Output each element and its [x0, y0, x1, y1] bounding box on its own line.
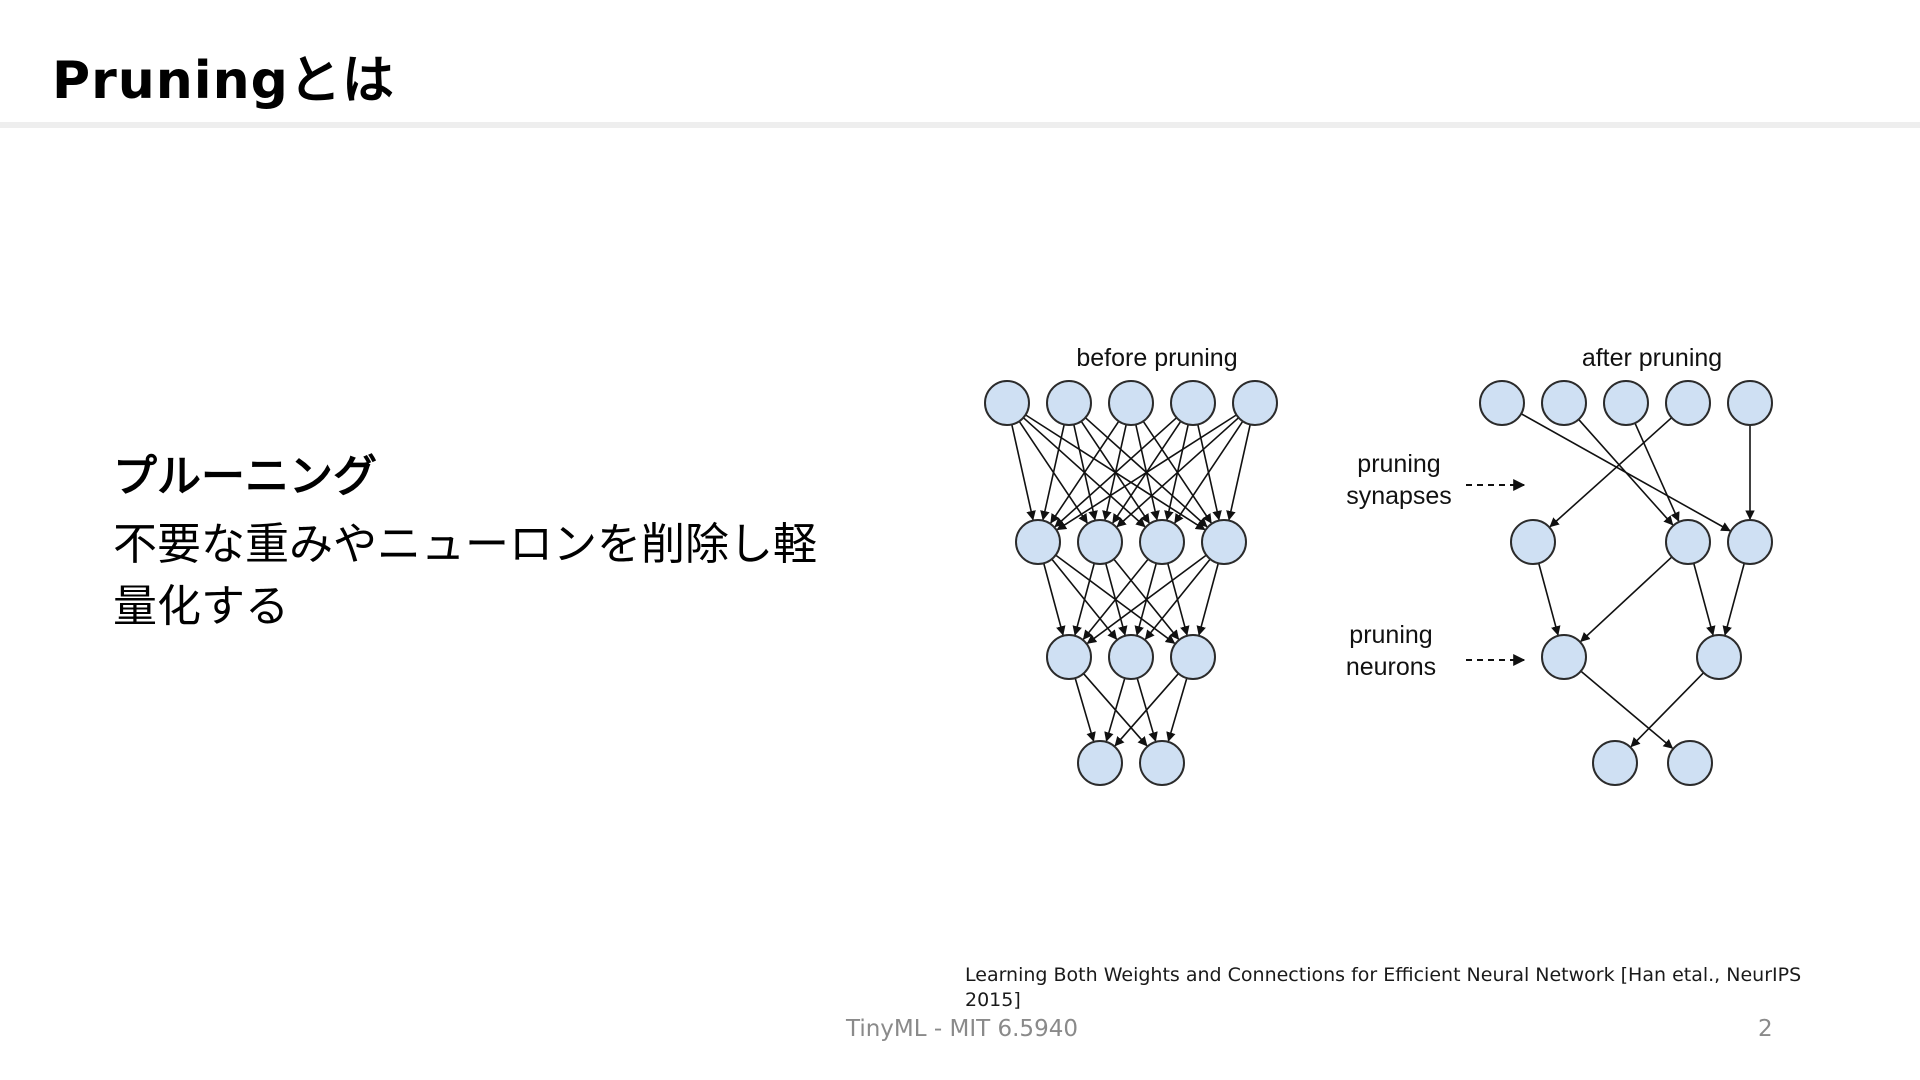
before-neuron	[1170, 380, 1216, 426]
before-edge	[1196, 563, 1220, 636]
before-edge	[1082, 558, 1149, 640]
after-edge	[1630, 672, 1705, 748]
nodes-group	[984, 380, 1773, 786]
before-edge	[1056, 414, 1237, 531]
before-edge	[1116, 417, 1240, 528]
before-edge	[1226, 424, 1251, 521]
after-edge	[1580, 670, 1674, 749]
after-neuron	[1665, 380, 1711, 426]
before-neuron	[1170, 634, 1216, 680]
before-neuron	[984, 380, 1030, 426]
pruning-synapses-label-line1: pruning	[1357, 450, 1440, 478]
footer-course: TinyML - MIT 6.5940	[846, 1016, 1078, 1042]
after-neuron	[1541, 634, 1587, 680]
pruning-neurons-label-line1: pruning	[1349, 621, 1432, 649]
before-neuron	[1015, 519, 1061, 565]
before-neuron	[1139, 519, 1185, 565]
after-neuron	[1541, 380, 1587, 426]
pruning-diagram: before pruning after pruning pruning syn…	[984, 344, 1773, 786]
after-neuron	[1479, 380, 1525, 426]
body-text: プルーニング 不要な重みやニューロンを削除し軽量化する	[113, 440, 873, 637]
after-edge	[1537, 563, 1561, 636]
after-neuron	[1592, 740, 1638, 786]
before-edge	[1114, 673, 1180, 747]
before-edge	[1144, 558, 1211, 640]
after-neuron	[1696, 634, 1742, 680]
after-edge	[1634, 422, 1680, 522]
before-neuron	[1201, 519, 1247, 565]
before-edge	[1042, 563, 1066, 636]
before-edge	[1054, 417, 1178, 528]
before-edge	[1166, 677, 1188, 742]
before-neuron	[1046, 380, 1092, 426]
before-edge	[1011, 424, 1036, 521]
after-neuron	[1727, 519, 1773, 565]
after-edge	[1549, 417, 1673, 528]
before-neuron	[1232, 380, 1278, 426]
before-neuron	[1046, 634, 1092, 680]
before-edge	[1040, 424, 1065, 521]
before-neuron	[1108, 634, 1154, 680]
citation: Learning Both Weights and Connections fo…	[965, 964, 1802, 1011]
pruning-figure: before pruning after pruning pruning syn…	[968, 330, 1868, 800]
subheading: プルーニング	[113, 451, 377, 502]
after-edge	[1580, 556, 1673, 643]
description: 不要な重みやニューロンを削除し軽量化する	[113, 519, 817, 632]
after-edge	[1578, 418, 1674, 526]
before-edge	[1050, 420, 1120, 524]
before-edge	[1074, 677, 1096, 742]
after-edge	[1692, 563, 1716, 636]
page-number: 2	[1758, 1016, 1773, 1042]
after-neuron	[1665, 519, 1711, 565]
slide-title: Pruningとは	[52, 51, 395, 111]
before-neuron	[1108, 380, 1154, 426]
after-neuron	[1667, 740, 1713, 786]
after-neuron	[1510, 519, 1556, 565]
before-neuron	[1077, 740, 1123, 786]
after-pruning-label: after pruning	[1582, 344, 1722, 372]
title-divider	[0, 122, 1920, 128]
after-neuron	[1727, 380, 1773, 426]
before-edge	[1174, 420, 1244, 524]
before-neuron	[1139, 740, 1185, 786]
before-edge	[1104, 677, 1126, 742]
before-pruning-label: before pruning	[1076, 344, 1237, 372]
pruning-synapses-label-line2: synapses	[1346, 482, 1452, 510]
edges-group	[1011, 413, 1755, 749]
before-neuron	[1077, 519, 1123, 565]
before-edge	[1086, 554, 1207, 644]
before-edge	[1072, 563, 1096, 636]
after-edge	[1722, 563, 1746, 636]
pruning-neurons-label-line2: neurons	[1346, 653, 1436, 681]
after-neuron	[1603, 380, 1649, 426]
